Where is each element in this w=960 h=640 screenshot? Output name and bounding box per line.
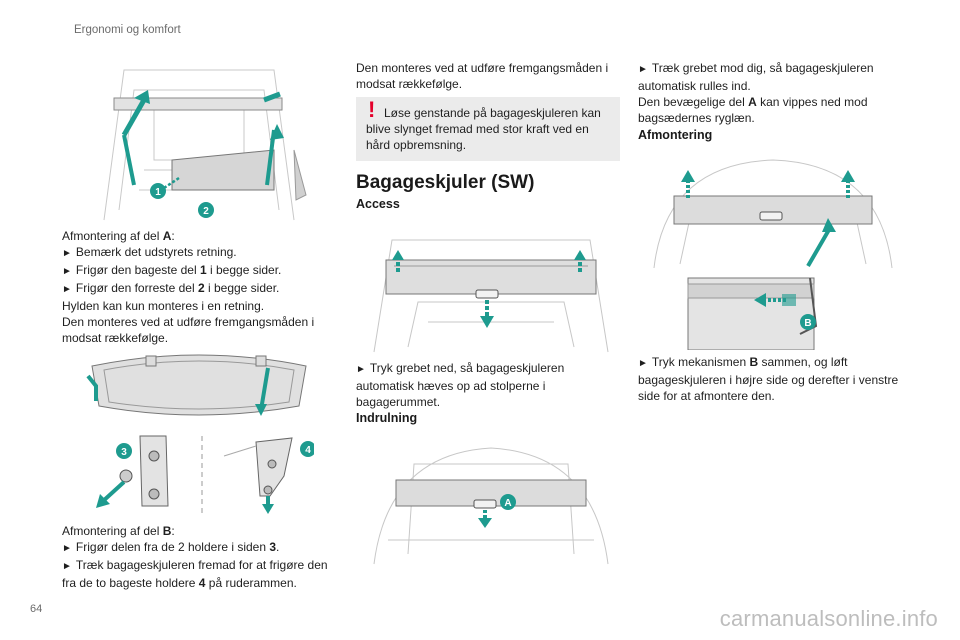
removal-part-a-text: Afmontering af del A: ►Bemærk det udstyr…	[62, 229, 315, 345]
warning-icon: !	[368, 97, 376, 122]
removal-sw-text: ►Tryk mekanismen B sammen, og løft bagag…	[638, 355, 899, 403]
section-title: Bagageskjuler (SW)	[356, 172, 535, 193]
illustration-access	[368, 232, 614, 354]
illustration-parcel-shelf-removal: 1 2	[84, 50, 314, 224]
callout-1: 1	[155, 187, 161, 198]
reinstall-text: Den monteres ved at udføre fremgangsmåde…	[356, 61, 609, 91]
retract-heading: Indrulning	[356, 411, 418, 425]
watermark: carmanualsonline.info	[719, 606, 938, 631]
callout-1-badge	[150, 183, 166, 199]
warning-text: Løse genstande på bagageskjuleren kan bl…	[366, 106, 601, 152]
retract-text: ►Træk grebet mod dig, så bagageskjuleren…	[638, 61, 874, 125]
callout-a-badge	[500, 494, 516, 510]
callout-3-badge	[116, 443, 132, 459]
access-heading: Access	[356, 197, 400, 211]
removal-heading: Afmontering	[638, 128, 713, 142]
illustration-retract: A	[368, 444, 614, 566]
callout-4-badge	[300, 441, 314, 457]
illustration-removal-sw: B	[650, 158, 896, 350]
callout-b-badge	[800, 314, 816, 330]
illustration-holders-removal: 3 4	[84, 346, 314, 520]
callout-a: A	[504, 498, 511, 509]
callout-3: 3	[121, 447, 127, 458]
callout-b: B	[804, 318, 811, 329]
callout-4: 4	[305, 445, 311, 456]
access-text: ►Tryk grebet ned, så bagageskjuleren aut…	[356, 361, 565, 409]
removal-part-b-text: Afmontering af del B: ►Frigør delen fra …	[62, 524, 328, 590]
running-header: Ergonomi og komfort	[74, 24, 181, 36]
callout-2: 2	[203, 206, 209, 217]
callout-2-badge	[198, 202, 214, 218]
warning-box: ! Løse genstande på bagageskjuleren kan …	[356, 97, 620, 161]
page-number: 64	[30, 603, 43, 615]
